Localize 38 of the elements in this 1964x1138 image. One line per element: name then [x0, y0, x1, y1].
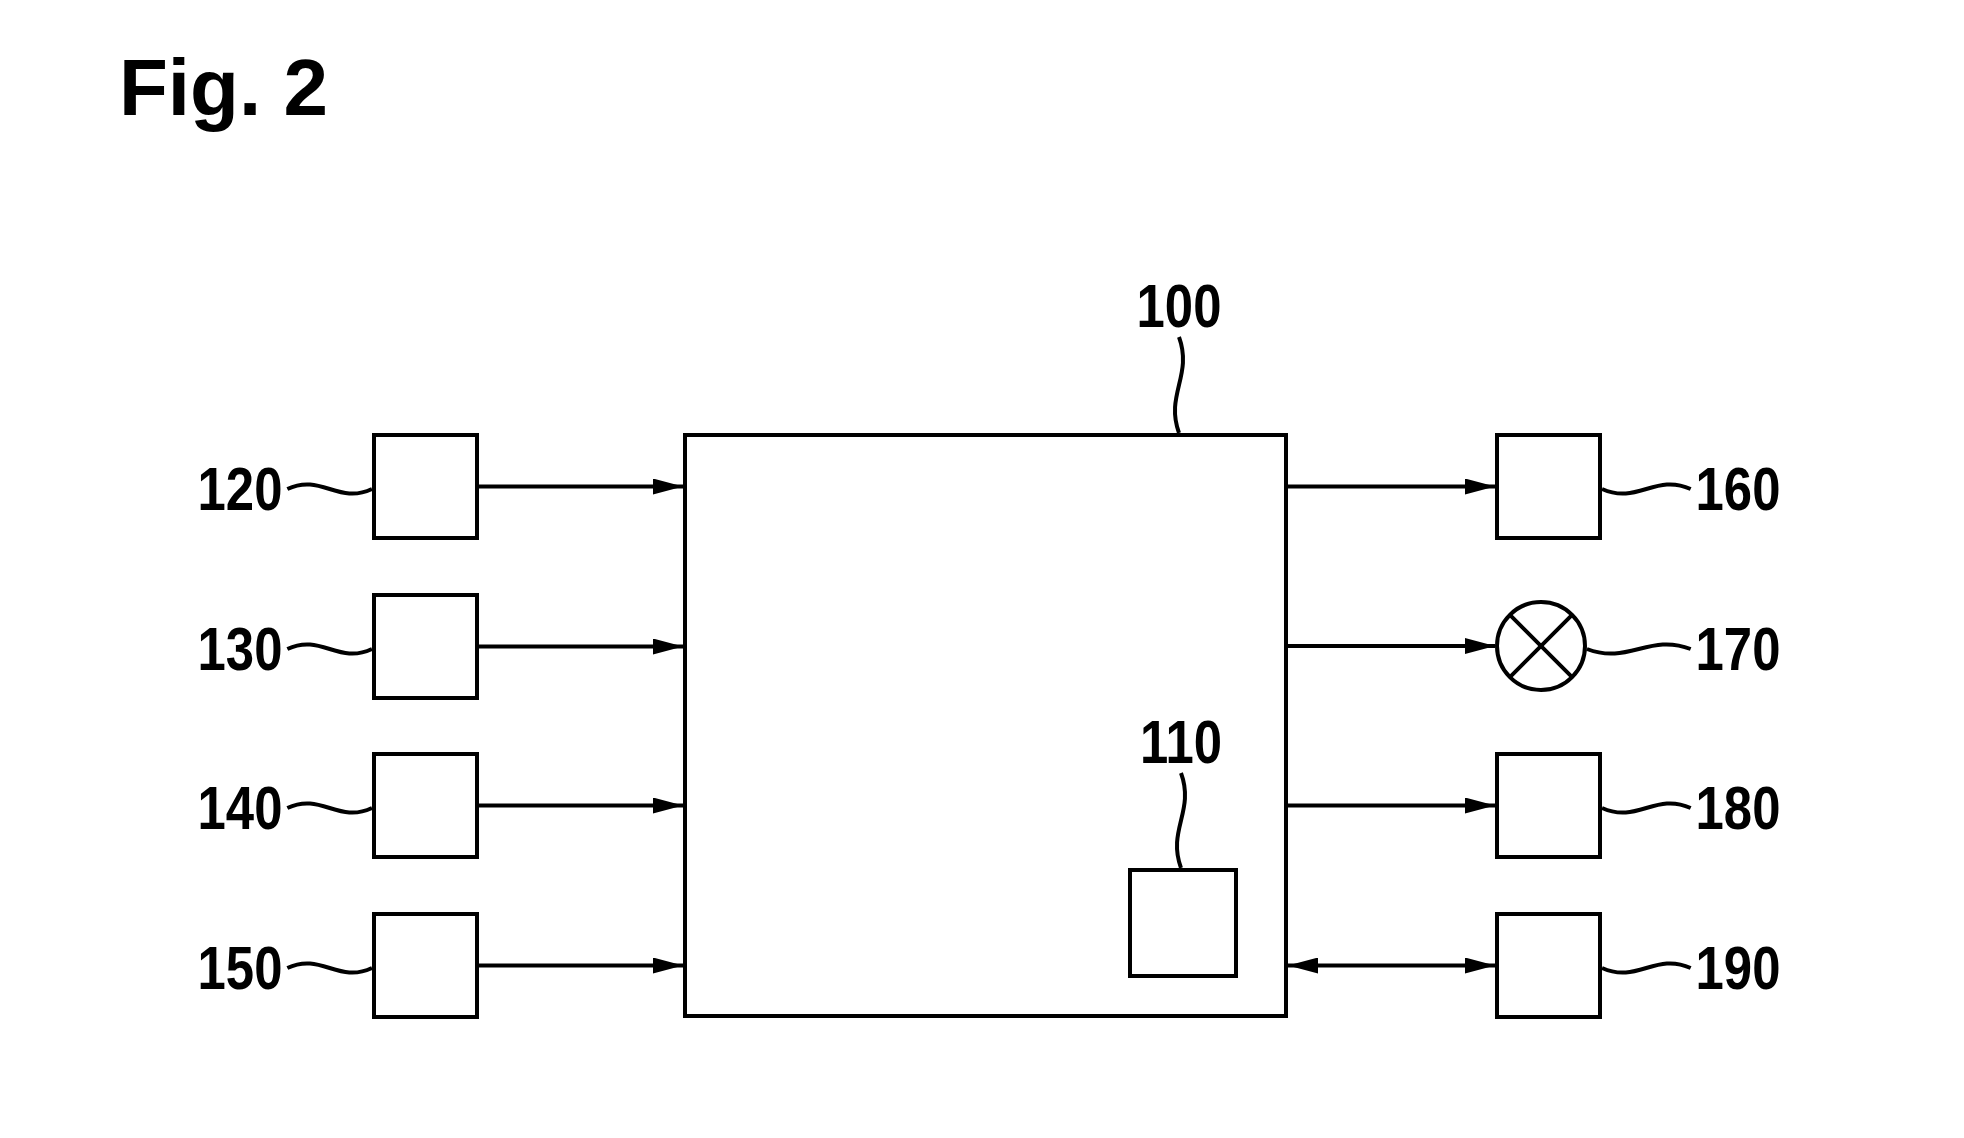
callout-number: 130 [192, 618, 288, 680]
arrow [479, 957, 683, 974]
component-block [372, 912, 479, 1019]
component-block [372, 593, 479, 700]
callout-number: 190 [1690, 937, 1786, 999]
callout-number: 140 [192, 777, 288, 839]
leader-line [286, 801, 373, 815]
arrow [479, 478, 683, 495]
component-block [372, 752, 479, 859]
callout-number: 170 [1690, 618, 1786, 680]
leader-line [1173, 336, 1185, 434]
leader-line [286, 482, 373, 496]
component-block [1495, 752, 1602, 859]
arrow [479, 638, 683, 655]
callout-number: 110 [1135, 711, 1227, 773]
arrow [1288, 478, 1495, 495]
callout-number: 120 [192, 458, 288, 520]
leader-line [1601, 801, 1692, 815]
callout-number: 180 [1690, 777, 1786, 839]
arrow [1288, 638, 1495, 654]
component-block [1495, 912, 1602, 1019]
callout-number: 100 [1131, 275, 1227, 337]
arrow [479, 797, 683, 814]
callout-number: 150 [192, 937, 288, 999]
component-block [1495, 433, 1602, 540]
lamp-symbol [1495, 600, 1587, 692]
double-headed-arrow [1288, 957, 1495, 974]
leader-line [1175, 772, 1187, 869]
leader-line [286, 642, 373, 656]
component-block [372, 433, 479, 540]
component-block [1128, 868, 1238, 978]
leader-line [1586, 642, 1692, 656]
main-block [683, 433, 1288, 1018]
leader-line [286, 961, 373, 975]
callout-number: 160 [1690, 458, 1786, 520]
leader-line [1601, 482, 1692, 496]
leader-line [1601, 961, 1692, 975]
arrow [1288, 797, 1495, 814]
